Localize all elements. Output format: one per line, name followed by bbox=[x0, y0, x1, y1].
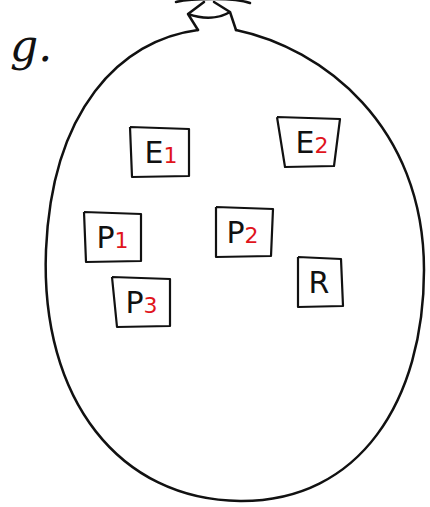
card: P1 bbox=[86, 214, 141, 261]
bag-body bbox=[46, 30, 424, 501]
card-label: P1 bbox=[97, 221, 129, 254]
card-label: E1 bbox=[145, 136, 178, 169]
bag-neck bbox=[188, 2, 236, 30]
card-label: E2 bbox=[296, 126, 329, 159]
note-text: g. bbox=[10, 22, 52, 70]
bag-tie bbox=[176, 0, 250, 3]
card-label: R bbox=[309, 266, 330, 299]
card-label: P3 bbox=[126, 286, 158, 319]
card: P2 bbox=[216, 209, 271, 256]
card-label: P2 bbox=[227, 216, 259, 249]
card: E1 bbox=[134, 129, 189, 176]
card: E2 bbox=[285, 119, 340, 166]
card: R bbox=[298, 259, 341, 306]
card: P3 bbox=[115, 279, 170, 326]
